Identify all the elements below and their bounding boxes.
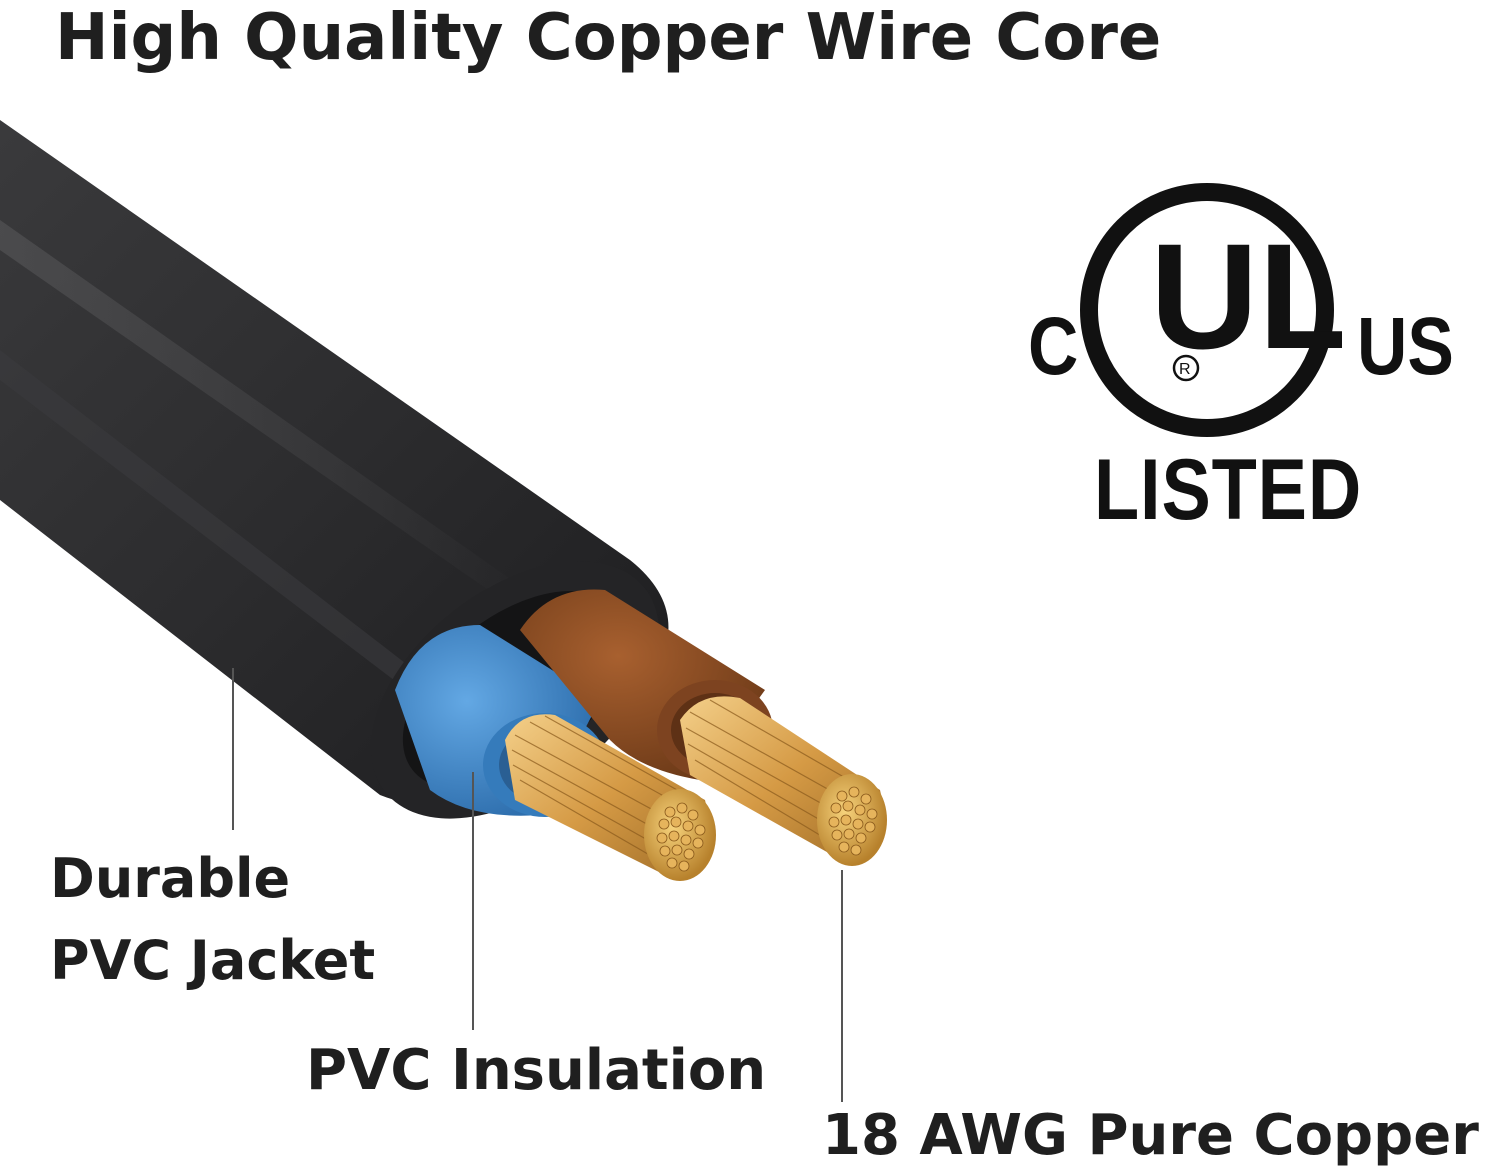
ul-listed-text: LISTED <box>1094 442 1363 538</box>
ul-canada-mark: C <box>1028 301 1079 392</box>
ul-letter-u: UL <box>1150 212 1342 380</box>
copper-core-right <box>680 696 887 866</box>
insulation-callout: PVC Insulation <box>306 1038 767 1103</box>
jacket-callout-line-1: Durable <box>50 847 291 910</box>
registered-icon <box>1172 354 1200 382</box>
copper-callout: 18 AWG Pure Copper <box>822 1103 1479 1168</box>
ul-logo-icon: UL R <box>1080 183 1342 437</box>
ul-us-mark: US <box>1357 301 1454 392</box>
copper-core-left <box>505 714 716 881</box>
headline: High Quality Copper Wire Core <box>55 1 1162 75</box>
jacket-callout-line-2: PVC Jacket <box>50 929 376 992</box>
jacket-callout: Durable PVC Jacket <box>50 838 375 1002</box>
registered-mark: R <box>1179 361 1191 378</box>
